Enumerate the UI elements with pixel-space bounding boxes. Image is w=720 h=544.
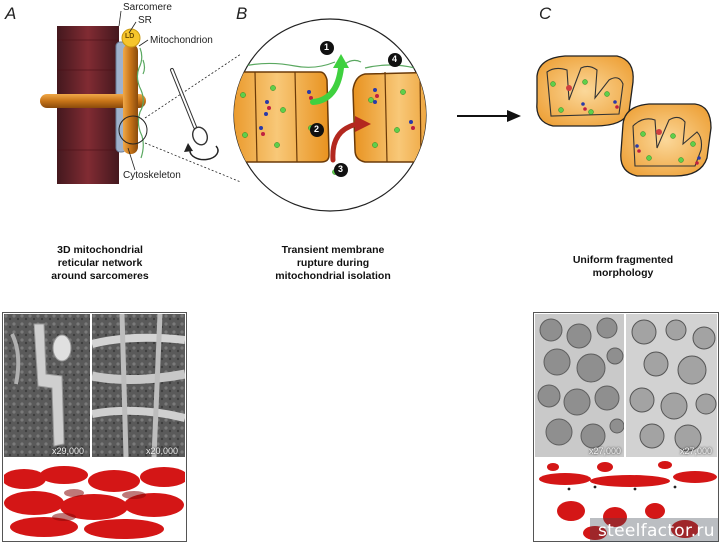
mito-left-fragment <box>234 71 330 163</box>
lipid-droplet <box>121 28 141 48</box>
label-ld: LD <box>125 33 135 40</box>
panel-a-caption-line3: around sarcomeres <box>51 270 149 282</box>
magnification-a-right: x20,000 <box>146 446 179 456</box>
homogenizer-icon <box>170 68 219 161</box>
sem-micrograph-1 <box>4 314 90 457</box>
panel-a-caption: 3D mitochondrial reticular network aroun… <box>20 244 180 283</box>
step-label-4: 4 <box>392 54 398 64</box>
panel-b-caption-line2: rupture during <box>296 257 370 269</box>
label-cytoskeleton: Cytoskeleton <box>123 170 181 181</box>
panel-a-diagram <box>40 10 240 184</box>
step-badge-4 <box>388 53 402 67</box>
zoom-circle <box>118 115 148 145</box>
panel-c-caption: Uniform fragmented morphology <box>548 254 698 280</box>
watermark-text: steelfactor.ru <box>598 521 715 541</box>
arrow-b-to-c <box>457 110 521 122</box>
panel-c-letter: C <box>539 4 552 23</box>
label-sarcomere: Sarcomere <box>123 2 172 13</box>
sem-micrograph-2 <box>92 314 185 457</box>
render-3d-network <box>4 459 185 540</box>
magnification-c-right: x27,000 <box>680 446 713 456</box>
red-arrow <box>330 121 360 163</box>
render-3d-fragments <box>535 459 717 540</box>
label-mitochondrion: Mitochondrion <box>150 35 213 46</box>
panel-b-letter: B <box>236 4 248 23</box>
green-arrow <box>310 65 344 105</box>
mito-right-fragment <box>352 71 426 163</box>
panel-a-caption-line2: reticular network <box>57 257 143 269</box>
fragmented-mito-2 <box>620 103 712 177</box>
tem-micrograph-2 <box>626 314 717 457</box>
step-label-3: 3 <box>338 164 344 174</box>
panel-b-caption-line1: Transient membrane <box>281 244 385 256</box>
panel-b-caption-line3: mitochondrial isolation <box>275 270 391 282</box>
step-label-2: 2 <box>314 124 320 134</box>
step-badge-2 <box>310 123 324 137</box>
mito-vertical <box>123 44 138 154</box>
watermark-backdrop <box>590 518 718 542</box>
step-badge-1 <box>320 41 334 55</box>
tem-micrograph-1 <box>535 314 624 457</box>
panel-a-letter: A <box>5 4 17 23</box>
panel-c-caption-line2: morphology <box>592 267 654 279</box>
panel-a-caption-line1: 3D mitochondrial <box>57 244 143 256</box>
magnification-c-left: x27,000 <box>589 446 622 456</box>
panel-c-diagram <box>536 55 712 177</box>
step-label-1: 1 <box>324 42 330 52</box>
magnification-a-left: x29,000 <box>52 446 85 456</box>
mito-horizontal <box>40 94 146 108</box>
label-sr: SR <box>138 15 152 26</box>
panel-c-caption-line1: Uniform fragmented <box>572 254 674 266</box>
step-badge-3 <box>334 163 348 177</box>
panel-b-diagram <box>233 18 427 212</box>
panel-b-caption: Transient membrane rupture during mitoch… <box>248 244 418 283</box>
